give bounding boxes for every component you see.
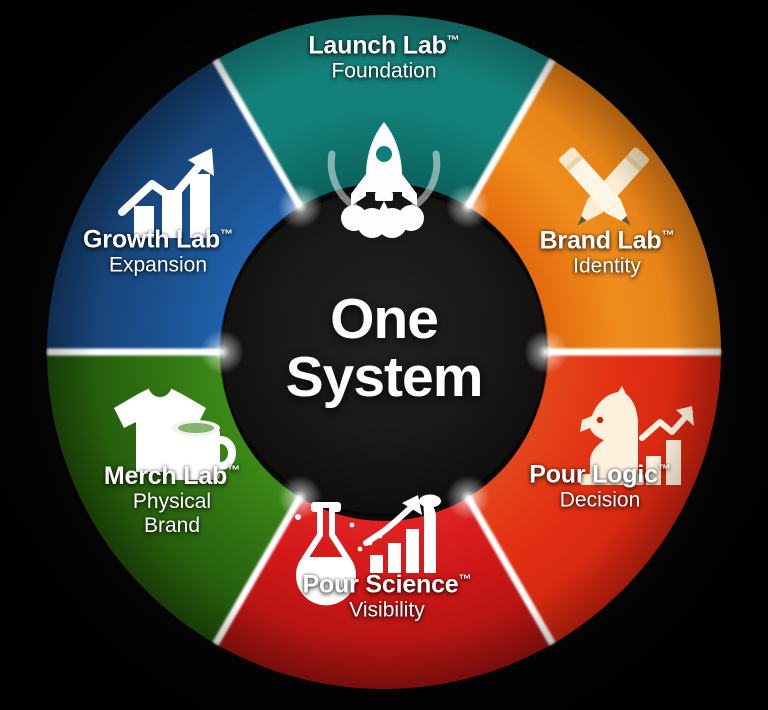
center-hub xyxy=(221,189,547,515)
